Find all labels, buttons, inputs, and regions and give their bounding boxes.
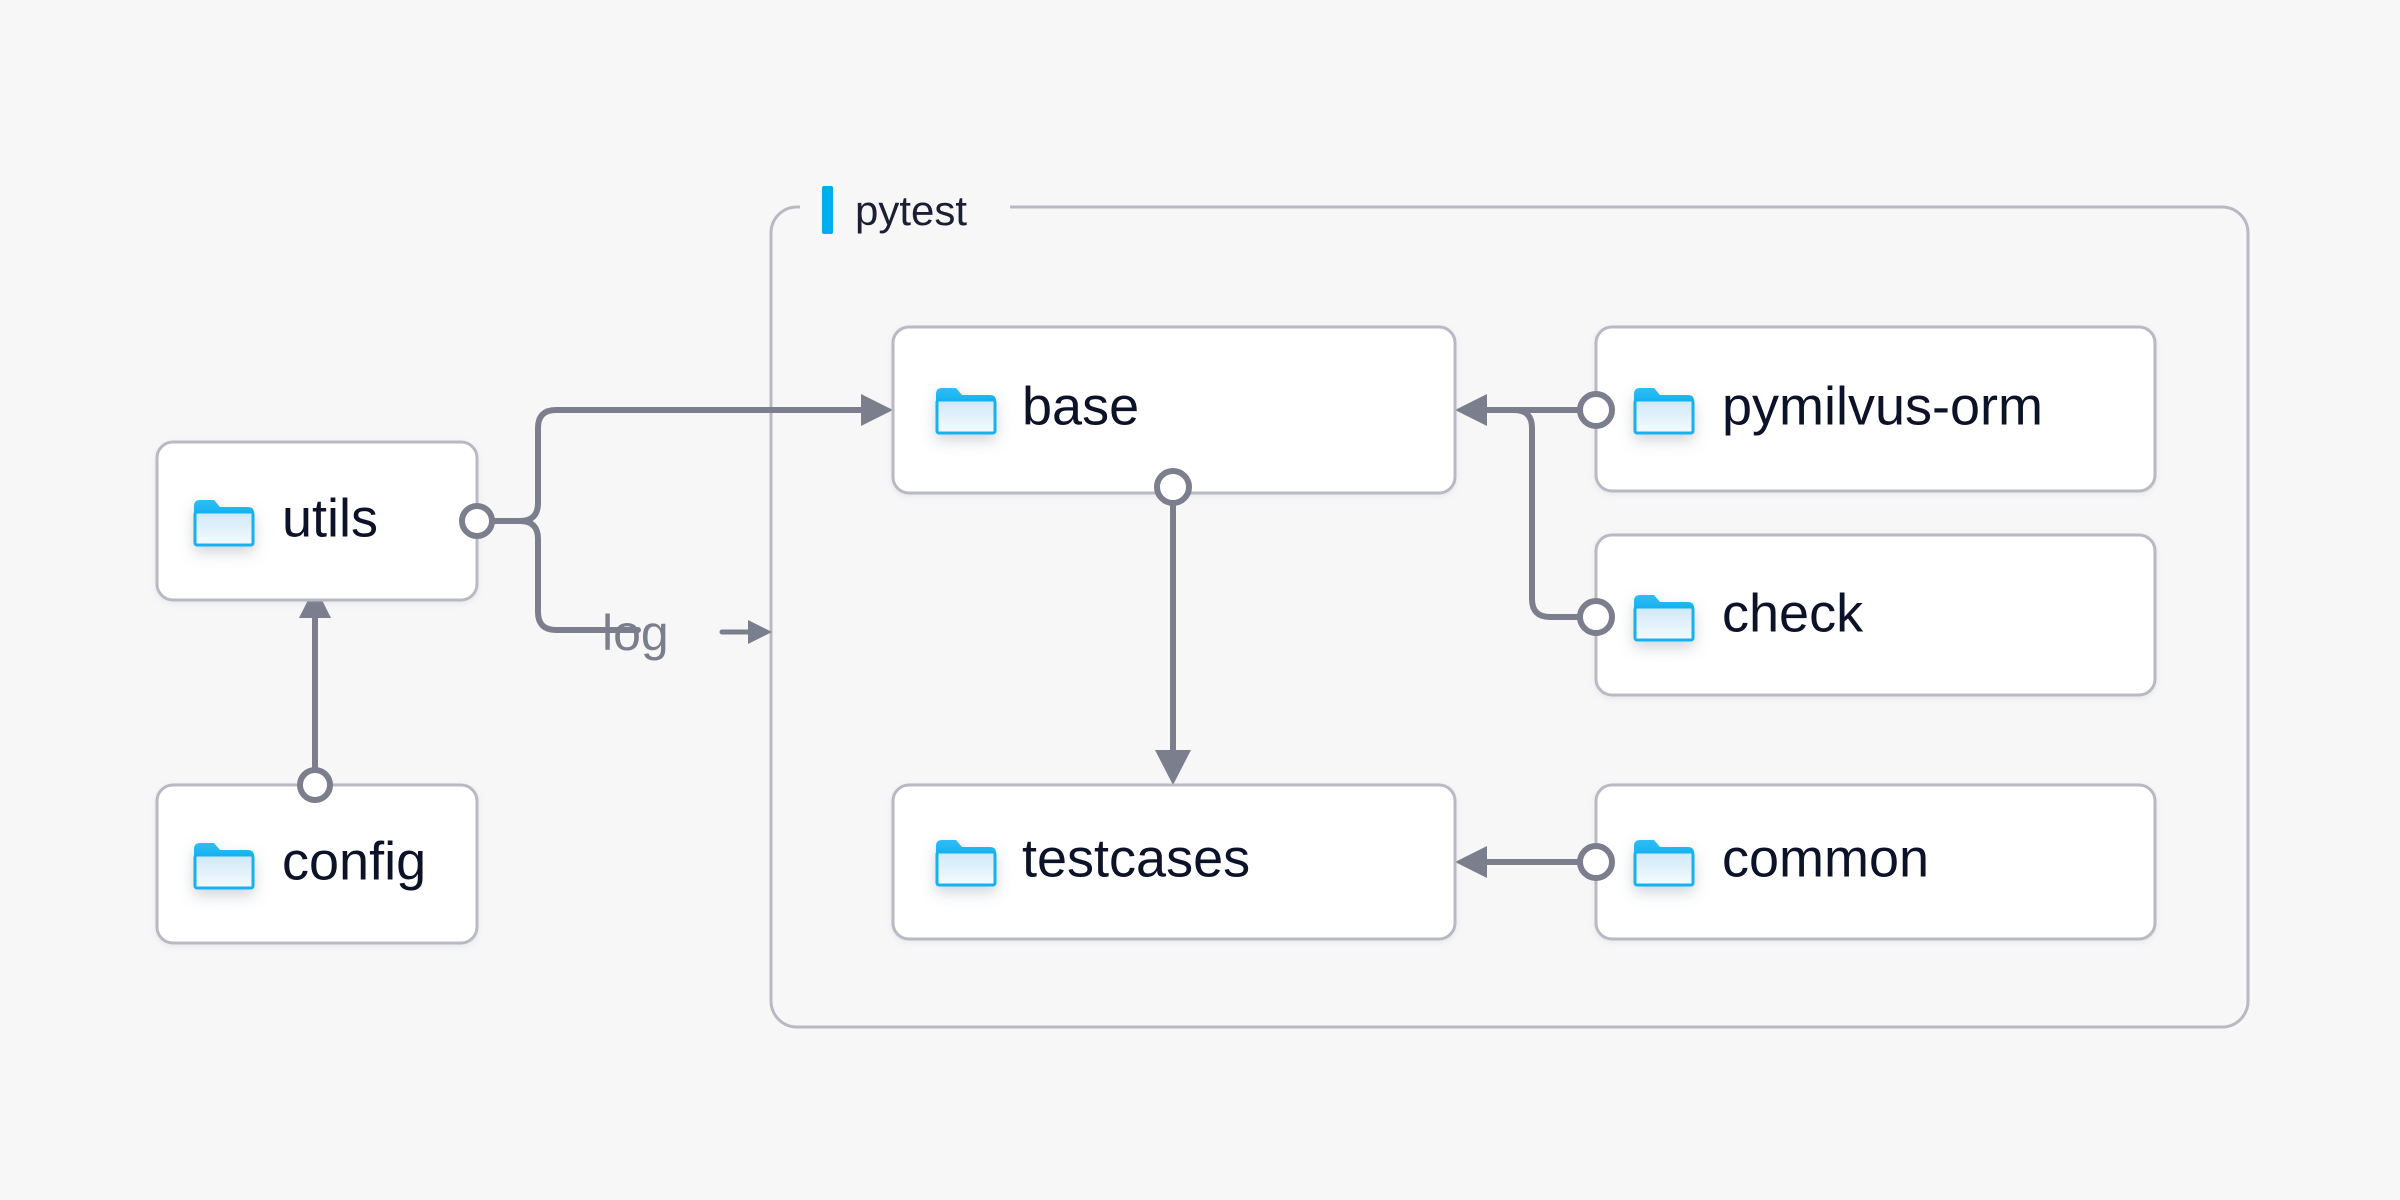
edge-check-base-line xyxy=(1475,407,1583,620)
group-pytest[interactable]: pytest xyxy=(769,186,2250,1029)
node-base-label: base xyxy=(1022,376,1139,436)
node-pymilvus-orm[interactable]: pymilvus-orm xyxy=(1594,325,2157,493)
group-label-backdrop xyxy=(800,188,1010,228)
edge-utils-to-log-line xyxy=(517,518,641,633)
edge-common-testcases-arrowhead xyxy=(1455,846,1487,878)
port-check-left[interactable] xyxy=(1577,598,1615,636)
edge-config-to-utils[interactable] xyxy=(299,586,331,773)
node-base[interactable]: base xyxy=(891,325,1457,495)
node-utils-label: utils xyxy=(282,488,378,548)
node-testcases[interactable]: testcases xyxy=(891,783,1457,941)
edge-utils-base-arrowhead xyxy=(861,394,893,426)
group-pytest-label: pytest xyxy=(855,187,967,234)
port-config-top[interactable] xyxy=(297,767,333,803)
edge-log-label: log xyxy=(602,605,669,661)
node-pymilvus-orm-label: pymilvus-orm xyxy=(1722,376,2043,436)
edge-utils-branch[interactable] xyxy=(487,394,893,633)
node-testcases-label: testcases xyxy=(1022,828,1250,888)
node-utils[interactable]: utils xyxy=(155,440,479,602)
port-pymilvus-orm-left[interactable] xyxy=(1577,391,1615,429)
group-pytest-border xyxy=(769,205,2250,1029)
edge-base-testcases-arrowhead xyxy=(1155,750,1191,785)
edge-log-arrowhead xyxy=(748,620,772,644)
node-check-label: check xyxy=(1722,583,1864,643)
group-accent-bar xyxy=(822,186,833,234)
edge-utils-to-base-line xyxy=(517,407,871,524)
node-config[interactable]: config xyxy=(155,783,479,945)
edge-common-to-testcases[interactable] xyxy=(1455,846,1583,878)
edge-label-log[interactable]: log xyxy=(602,605,772,661)
edge-config-utils-arrowhead xyxy=(299,586,331,618)
edge-pymilvusorm-base-arrowhead xyxy=(1455,394,1487,426)
port-utils-right[interactable] xyxy=(459,503,495,539)
port-common-left[interactable] xyxy=(1577,843,1615,881)
node-config-label: config xyxy=(282,831,426,891)
node-check[interactable]: check xyxy=(1594,533,2157,697)
node-common-label: common xyxy=(1722,828,1929,888)
edge-base-to-testcases[interactable] xyxy=(1155,497,1191,785)
edge-check-to-base[interactable] xyxy=(1475,407,1583,620)
port-base-bottom[interactable] xyxy=(1154,468,1192,506)
node-common[interactable]: common xyxy=(1594,783,2157,941)
node-testcases-box xyxy=(891,783,1457,941)
